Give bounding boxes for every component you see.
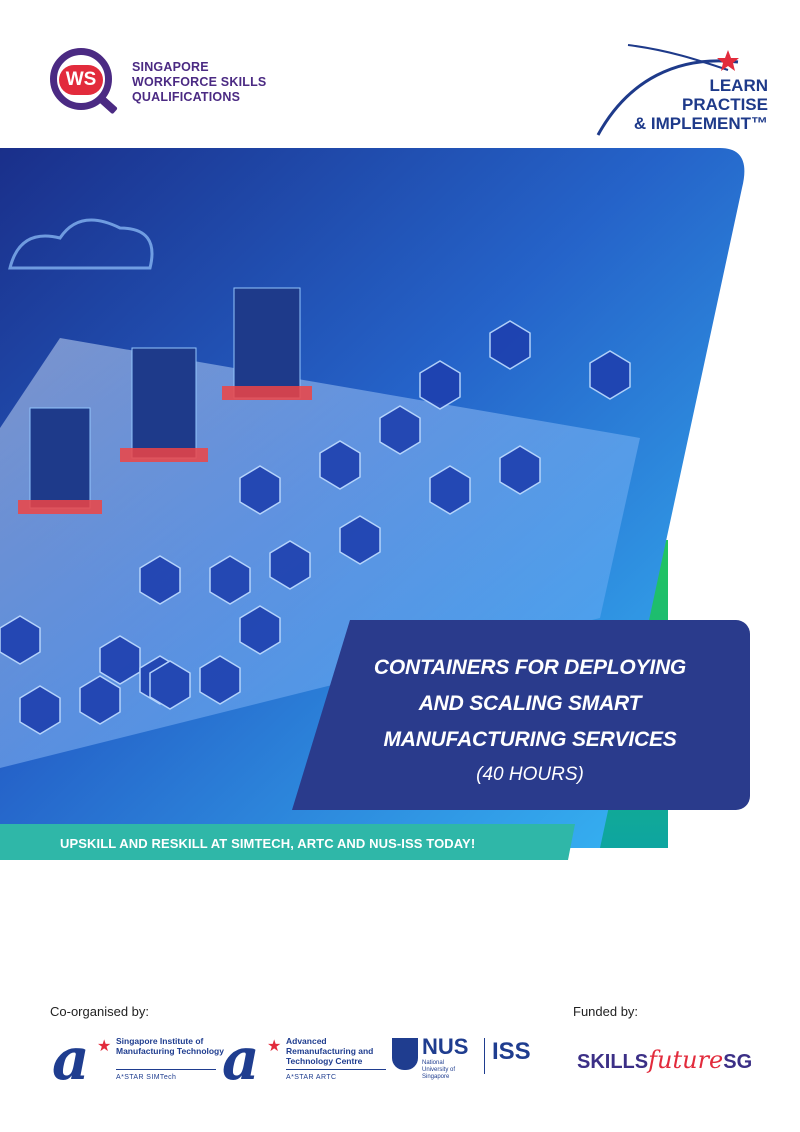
course-duration: (40 HOURS) (476, 764, 584, 785)
tagline-band (0, 824, 575, 860)
lpi-logo: LEARN PRACTISE & IMPLEMENT™ (588, 40, 768, 140)
server-stack-3 (222, 287, 312, 400)
partner-nus-iss: NUS National University of Singapore ISS (392, 1034, 552, 1086)
nus-wordmark: NUS (422, 1034, 469, 1059)
partner-name: Advanced Remanufacturing and Technology … (286, 1036, 374, 1066)
partner-simtech: a ★ Singapore Institute of Manufacturing… (52, 1025, 224, 1093)
ws-line-1: SINGAPORE (132, 60, 209, 74)
partner-sub: A*STAR SIMTech (116, 1074, 177, 1081)
hex-tiles (0, 320, 631, 735)
sf-part2: future (648, 1046, 724, 1074)
divider (286, 1069, 386, 1070)
lpi-logo-text: LEARN PRACTISE & IMPLEMENT™ (634, 76, 768, 133)
astar-star-icon: ★ (97, 1038, 112, 1055)
iss-wordmark: ISS (492, 1038, 531, 1065)
ws-logo: WS SINGAPORE WORKFORCE SKILLS QUALIFICAT… (50, 48, 310, 128)
ws-tail-icon (96, 93, 118, 115)
course-title-line-1: CONTAINERS FOR DEPLOYING (373, 656, 687, 679)
skillsfuture-logo: SKILLSfutureSG (577, 1046, 752, 1074)
sf-part1: SKILLS (577, 1051, 649, 1073)
course-title: CONTAINERS FOR DEPLOYING AND SCALING SMA… (320, 650, 740, 758)
partner-name: Singapore Institute of Manufacturing Tec… (116, 1036, 224, 1056)
partner-artc: a ★ Advanced Remanufacturing and Technol… (222, 1025, 392, 1093)
nus-crest-icon (392, 1038, 418, 1070)
lpi-line-3: & IMPLEMENT™ (633, 114, 768, 133)
course-title-line-3: MANUFACTURING SERVICES (383, 728, 677, 751)
nus-sub: National University of Singapore (422, 1060, 456, 1080)
divider (484, 1038, 485, 1074)
divider (116, 1069, 216, 1070)
sf-part3: SG (723, 1051, 753, 1073)
ws-line-3: QUALIFICATIONS (132, 90, 241, 104)
astar-a-icon: a (222, 1025, 260, 1093)
lpi-line-1: LEARN (709, 76, 768, 95)
course-title-line-2: AND SCALING SMART (418, 692, 642, 715)
ws-line-2: WORKFORCE SKILLS (132, 75, 267, 89)
lpi-line-2: PRACTISE (682, 95, 768, 114)
lpi-swoosh-icon (596, 44, 739, 136)
tagline: UPSKILL AND RESKILL AT SIMTECH, ARTC AND… (60, 836, 476, 851)
funded-label: Funded by: (573, 1004, 639, 1019)
server-stack-2 (120, 347, 208, 462)
ws-logo-text: SINGAPORE WORKFORCE SKILLS QUALIFICATION… (132, 60, 266, 105)
co-organised-label: Co-organised by: (50, 1004, 149, 1019)
server-stack-1 (18, 407, 102, 514)
cloud-icon (8, 218, 154, 270)
title-panel (292, 620, 750, 810)
ws-badge: WS (59, 65, 103, 95)
astar-star-icon: ★ (267, 1038, 282, 1055)
partner-sub: A*STAR ARTC (286, 1074, 337, 1081)
astar-a-icon: a (52, 1025, 90, 1093)
